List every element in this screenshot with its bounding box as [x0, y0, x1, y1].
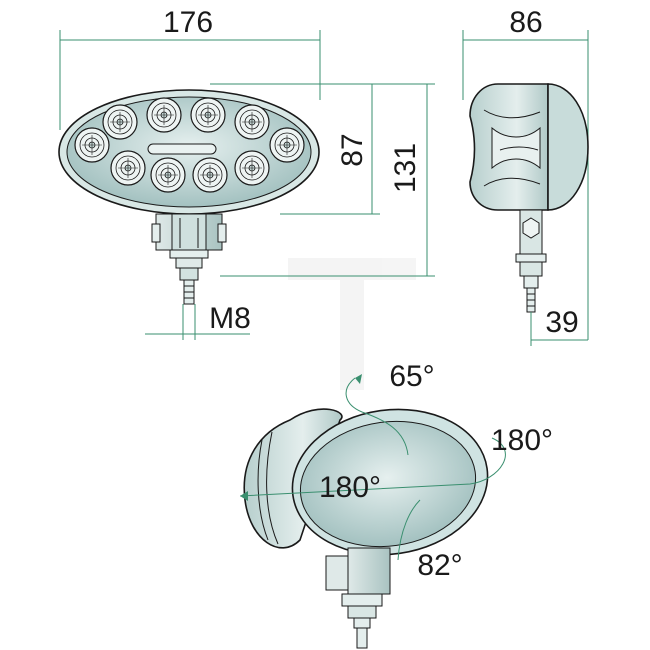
led-6 — [269, 127, 305, 163]
led-3 — [190, 97, 226, 133]
dim-bracket-depth: 39 — [545, 306, 578, 339]
dim-height-lens: 87 — [336, 133, 369, 166]
dim-width-front: 176 — [163, 6, 213, 39]
perspective-bracket — [325, 547, 391, 649]
led-array — [74, 97, 305, 193]
angle-bracket-tilt: 82° — [417, 549, 462, 582]
front-bracket — [151, 213, 227, 305]
dim-depth: 86 — [509, 6, 542, 39]
side-view: 86 39 — [462, 6, 589, 346]
dim-bolt: M8 — [209, 302, 251, 335]
led-9 — [192, 157, 228, 193]
perspective-view: 65° 180° 180° 82° — [239, 360, 553, 649]
led-8 — [150, 157, 186, 193]
angle-horizontal-rotation: 180° — [491, 424, 553, 457]
led-2 — [146, 97, 182, 133]
led-7 — [110, 150, 146, 186]
led-10 — [234, 150, 270, 186]
front-view: 176 87 131 — [58, 6, 435, 340]
side-lens — [547, 83, 589, 211]
watermark-logo — [288, 258, 416, 390]
led-1 — [102, 104, 138, 140]
dim-height-total: 131 — [389, 143, 422, 193]
angle-vertical-tilt: 65° — [389, 360, 434, 393]
led-4 — [234, 104, 270, 140]
led-5 — [74, 127, 110, 163]
side-bracket — [515, 209, 547, 313]
angle-lens-rotation: 180° — [319, 471, 381, 504]
